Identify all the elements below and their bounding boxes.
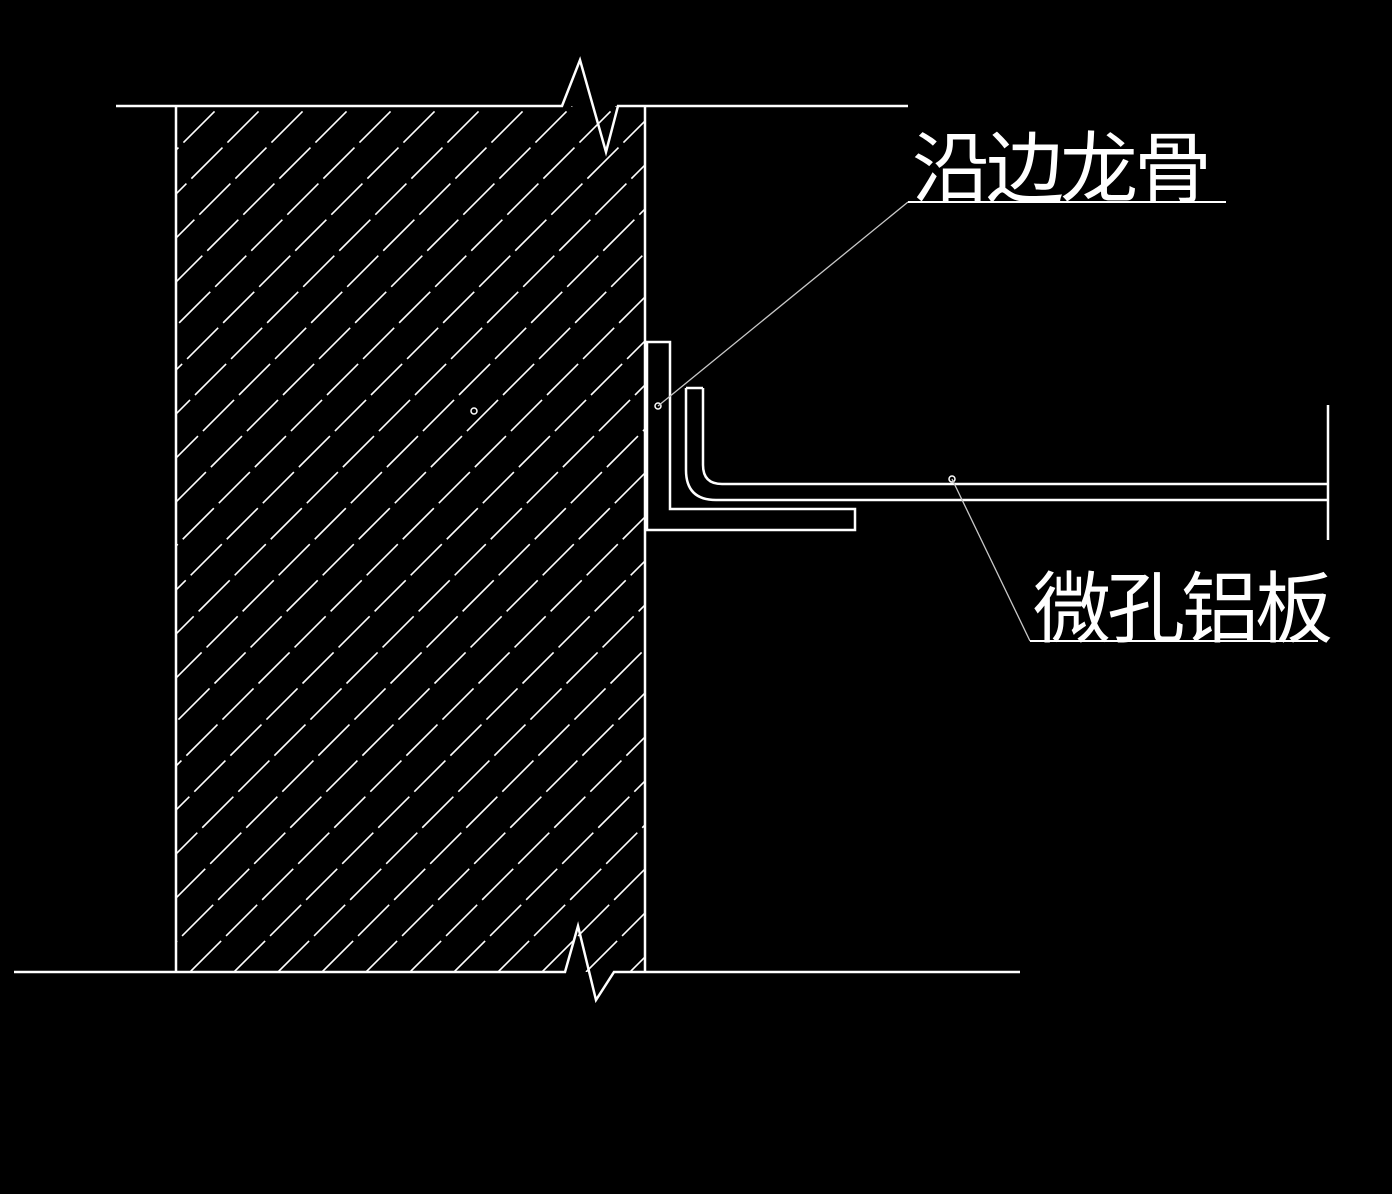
wall-hatch	[176, 106, 645, 972]
keel-leader-dot	[654, 402, 662, 410]
hatch-line	[541, 867, 645, 972]
wall-center-marker	[470, 407, 478, 415]
hatch-line	[176, 106, 353, 284]
hatch-line	[321, 647, 645, 972]
hatch-line	[585, 911, 645, 972]
hatch-line	[277, 603, 645, 972]
hatch-line	[233, 559, 645, 972]
keel-leader-line	[657, 201, 909, 407]
top-break-line	[116, 56, 908, 157]
perforated-aluminum-panel	[684, 386, 1328, 502]
hatch-line	[176, 295, 645, 768]
hatch-line	[176, 106, 485, 416]
hatch-line	[176, 106, 573, 504]
hatch-line	[497, 823, 645, 972]
hatch-line	[176, 339, 645, 812]
hatch-line	[176, 251, 645, 724]
panel-leader-line	[951, 478, 1031, 642]
hatch-line	[176, 106, 265, 196]
hatch-line	[176, 106, 177, 108]
hatch-line	[365, 691, 645, 972]
edge-keel-label: 沿边龙骨	[912, 125, 1208, 215]
hatch-line	[176, 383, 645, 856]
hatch-line	[453, 779, 645, 972]
hatch-line	[176, 471, 645, 944]
hatch-line	[176, 106, 309, 240]
panel-leader-dot	[948, 475, 956, 483]
edge-keel-angle	[645, 340, 857, 532]
hatch-line	[176, 427, 645, 900]
hatch-line	[629, 955, 645, 972]
bottom-break-line	[14, 921, 1020, 1004]
hatch-line	[176, 106, 397, 328]
perforated-panel-label: 微孔铝板	[1033, 565, 1331, 655]
hatch-line	[176, 106, 529, 460]
hatch-line	[176, 207, 645, 680]
hatch-line	[176, 119, 645, 592]
hatch-line	[176, 163, 645, 636]
wall-section	[14, 56, 1020, 1004]
hatch-line	[176, 106, 617, 548]
hatch-line	[176, 106, 441, 372]
hatch-line	[409, 735, 645, 972]
hatch-line	[189, 515, 645, 972]
